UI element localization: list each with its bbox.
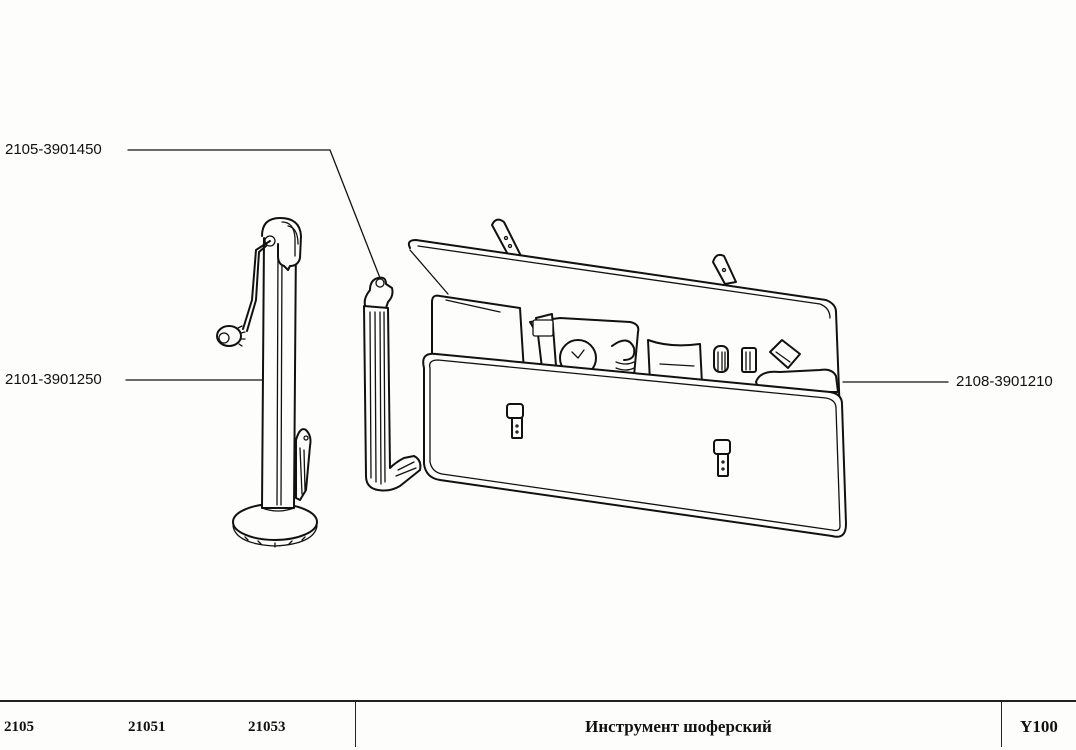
title-block: 2105 21051 21053 Инструмент шоферский Y1… [0,700,1076,747]
jack-icon [216,217,318,548]
section-code: Y100 [1020,717,1058,736]
part-number-jack: 2101-3901250 [5,371,102,388]
title-block-divider [355,702,356,747]
model-code-2: 21051 [128,719,166,735]
page-title: Инструмент шоферский [585,717,772,736]
buckle-right-icon [713,439,731,477]
strap-icon [363,276,422,492]
title-block-divider [1001,702,1002,747]
model-code-3: 21053 [248,719,286,735]
model-code-1: 2105 [4,719,34,735]
part-number-tool-bag: 2108-3901210 [956,373,1053,390]
buckle-left-icon [506,403,524,439]
leader-line-strap [127,149,381,279]
tool-bag-icon [407,218,847,538]
part-number-strap: 2105-3901450 [5,141,102,158]
